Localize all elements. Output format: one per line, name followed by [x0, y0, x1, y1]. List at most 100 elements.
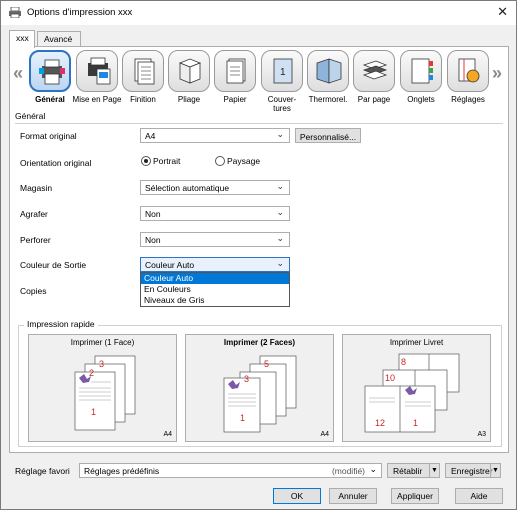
- layout-icon: [76, 50, 118, 92]
- function-toolbar: « » Général: [10, 47, 508, 113]
- save-label: Enregistrer: [451, 466, 493, 476]
- toolbar-item-folding[interactable]: Pliage: [167, 50, 211, 106]
- toolbar-item-label: Couver- tures: [267, 95, 297, 113]
- dropdown-arrow-icon[interactable]: ▼: [490, 464, 500, 477]
- page-number: 3: [99, 359, 104, 369]
- page-number: 5: [264, 359, 269, 369]
- toolbar-item-label: Finition: [130, 95, 156, 104]
- toolbar-item-binding[interactable]: Thermorel.: [306, 50, 350, 106]
- simplex-illustration-icon: 3 2 1: [74, 355, 136, 431]
- output-color-value: Couleur Auto: [145, 260, 195, 270]
- chevron-down-icon: ⌄: [276, 207, 284, 217]
- option-couleur-auto[interactable]: Couleur Auto: [141, 273, 289, 284]
- folding-icon: [168, 50, 210, 92]
- staple-label: Agrafer: [20, 209, 48, 219]
- toolbar-item-finishing[interactable]: Finition: [121, 50, 165, 106]
- landscape-radio[interactable]: Paysage: [215, 156, 260, 166]
- finishing-icon: [122, 50, 164, 92]
- paper-size-badge: A3: [477, 431, 486, 438]
- toolbar-item-label: Thermorel.: [308, 95, 348, 104]
- tab-xxx[interactable]: xxx: [9, 30, 35, 48]
- general-section-title: Général: [15, 111, 46, 121]
- help-button[interactable]: Aide: [455, 488, 503, 504]
- ok-button[interactable]: OK: [273, 488, 321, 504]
- output-color-options: Couleur Auto En Couleurs Niveaux de Gris: [140, 272, 290, 307]
- preset-title: Imprimer (1 Face): [70, 338, 135, 347]
- output-color-label: Couleur de Sortie: [20, 260, 87, 270]
- punch-value: Non: [145, 235, 161, 245]
- custom-size-button[interactable]: Personnalisé...: [295, 128, 361, 143]
- preset-print-booklet[interactable]: Imprimer Livret 8 10 12 1 A3: [342, 334, 491, 442]
- toolbar-item-label: Général: [35, 95, 65, 104]
- restore-label: Rétablir: [393, 466, 423, 476]
- paper-icon: [214, 50, 256, 92]
- page-number: 8: [401, 357, 406, 367]
- toolbar-item-paper[interactable]: Papier: [213, 50, 257, 106]
- duplex-illustration-icon: 5 3 1: [223, 355, 297, 433]
- apply-button[interactable]: Appliquer: [391, 488, 439, 504]
- settings-icon: [447, 50, 489, 92]
- toolbar-prev-icon[interactable]: «: [13, 63, 24, 83]
- page-number: 12: [375, 418, 385, 428]
- tab-avance[interactable]: Avancé: [37, 31, 81, 47]
- portrait-label: Portrait: [153, 156, 181, 166]
- landscape-label: Paysage: [227, 156, 261, 166]
- output-color-select[interactable]: Couleur Auto ⌄: [140, 257, 290, 272]
- chevron-down-icon: ⌄: [276, 258, 284, 268]
- per-page-icon: [353, 50, 395, 92]
- tray-label: Magasin: [20, 183, 53, 193]
- paper-size-badge: A4: [163, 431, 172, 438]
- favorite-label: Réglage favori: [15, 466, 70, 476]
- staple-select[interactable]: Non ⌄: [140, 206, 290, 221]
- favorite-select[interactable]: Réglages prédéfinis (modifié) ⌄: [79, 463, 382, 478]
- cancel-button[interactable]: Annuler: [329, 488, 377, 504]
- toolbar-item-label: Pliage: [177, 95, 201, 104]
- page-number: 3: [244, 374, 249, 384]
- format-select[interactable]: A4 ⌄: [140, 128, 290, 143]
- chevron-down-icon: ⌄: [276, 233, 284, 243]
- radio-checked-icon: [141, 156, 151, 166]
- page-number: 1: [240, 413, 245, 423]
- toolbar-item-layout[interactable]: Mise en Page: [73, 50, 121, 106]
- tray-value: Sélection automatique: [145, 183, 230, 193]
- toolbar-item-tabs[interactable]: Onglets: [399, 50, 443, 106]
- cover-icon: 1: [261, 50, 303, 92]
- tabs-icon: [400, 50, 442, 92]
- toolbar-item-label: Onglets: [407, 95, 435, 104]
- chevron-down-icon: ⌄: [276, 181, 284, 191]
- copies-label: Copies: [20, 286, 47, 296]
- chevron-down-icon: ⌄: [276, 129, 284, 139]
- toolbar-item-settings[interactable]: Réglages: [446, 50, 490, 106]
- staple-value: Non: [145, 209, 161, 219]
- punch-select[interactable]: Non ⌄: [140, 232, 290, 247]
- toolbar-item-label: Papier: [223, 95, 247, 104]
- option-en-couleurs[interactable]: En Couleurs: [144, 284, 191, 294]
- close-icon[interactable]: ✕: [497, 4, 508, 19]
- binding-icon: [307, 50, 349, 92]
- option-niveaux-de-gris[interactable]: Niveaux de Gris: [144, 295, 205, 305]
- dropdown-arrow-icon[interactable]: ▼: [429, 464, 439, 477]
- quick-print-group: [18, 325, 502, 447]
- toolbar-item-general[interactable]: Général: [28, 50, 72, 106]
- toolbar-item-covers[interactable]: 1 Couver- tures: [260, 50, 304, 113]
- printer-icon: [9, 7, 21, 18]
- orientation-label: Orientation original: [20, 158, 92, 168]
- format-label: Format original: [20, 131, 77, 141]
- quick-print-title: Impression rapide: [24, 319, 98, 329]
- toolbar-next-icon[interactable]: »: [492, 63, 503, 83]
- toolbar-item-per-page[interactable]: Par page: [352, 50, 396, 106]
- format-value: A4: [145, 131, 156, 141]
- toolbar-item-label: Mise en Page: [72, 95, 122, 104]
- preset-print-1-side[interactable]: Imprimer (1 Face) 3 2 1 A4: [28, 334, 177, 442]
- preset-print-2-sides[interactable]: Imprimer (2 Faces) 5 3 1 A4: [185, 334, 334, 442]
- preset-title: Imprimer (2 Faces): [223, 338, 296, 347]
- chevron-down-icon: ⌄: [369, 464, 377, 474]
- restore-button[interactable]: Rétablir ▼: [387, 463, 440, 478]
- portrait-radio[interactable]: Portrait: [141, 156, 180, 166]
- paper-size-badge: A4: [320, 431, 329, 438]
- tab-panel: « » Général: [9, 46, 509, 453]
- favorite-value: Réglages prédéfinis: [84, 466, 160, 476]
- save-button[interactable]: Enregistrer ▼: [445, 463, 501, 478]
- page-number: 10: [385, 373, 395, 383]
- tray-select[interactable]: Sélection automatique ⌄: [140, 180, 290, 195]
